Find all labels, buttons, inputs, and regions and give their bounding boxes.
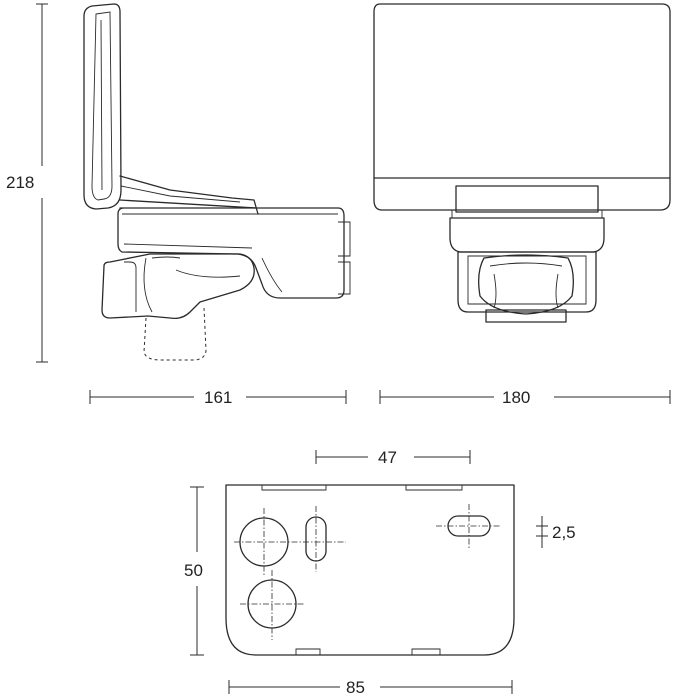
dimension-180: 180 — [379, 388, 671, 407]
side-view — [83, 3, 351, 361]
dimension-47: 47 — [315, 448, 471, 467]
dim-label-161: 161 — [204, 388, 232, 407]
mounting-plate-view — [225, 484, 515, 656]
dim-label-85: 85 — [346, 678, 365, 697]
dimension-85: 85 — [228, 678, 513, 697]
dimension-50: 50 — [184, 486, 204, 656]
dim-label-218: 218 — [6, 173, 34, 192]
dimension-218: 218 — [6, 3, 48, 363]
dim-label-50: 50 — [184, 561, 203, 580]
dimension-2-5: 2,5 — [536, 516, 576, 548]
dim-label-47: 47 — [378, 448, 397, 467]
front-view — [373, 3, 671, 323]
dim-label-180: 180 — [502, 388, 530, 407]
dimension-161: 161 — [89, 388, 347, 407]
dim-label-2-5: 2,5 — [552, 523, 576, 542]
